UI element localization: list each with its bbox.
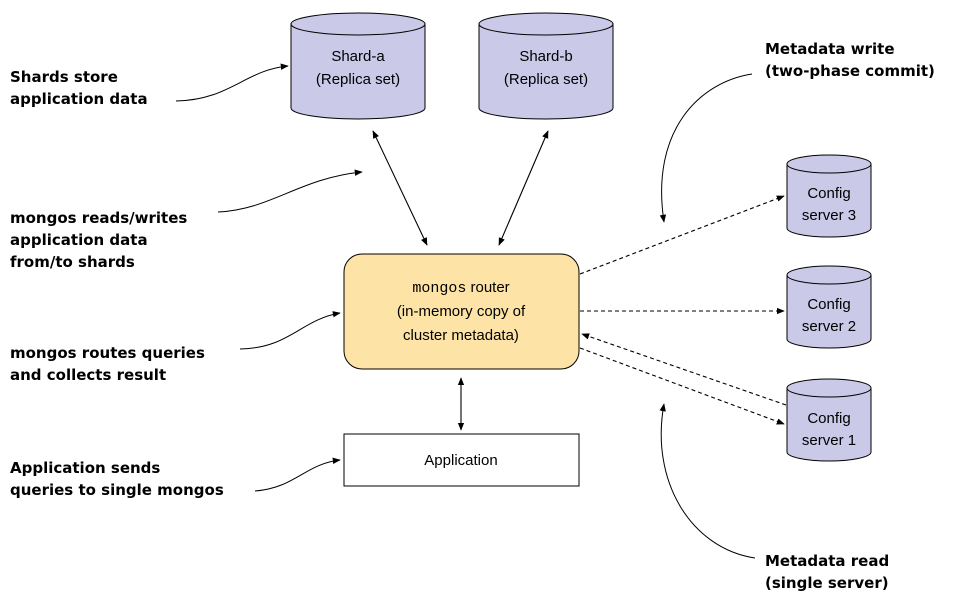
router-title-rest: router [466,279,509,296]
router-line2: (in-memory copy of [397,303,526,320]
note-metadata-read-line2: (single server) [765,574,889,592]
metadata-read-callout [659,403,756,559]
app-sends-callout [254,457,341,492]
note-mongos-reads-line3: from/to shards [10,253,135,271]
note-metadata-write-line1: Metadata write [765,40,895,58]
mongos-router-box: mongos router (in-memory copy of cluster… [343,253,580,370]
note-mongos-routes-line1: mongos routes queries [10,344,205,362]
config-1-line1: Config [807,410,850,427]
config-2-line1: Config [807,296,850,313]
note-shards-store-line2: application data [10,90,148,108]
config-server-1-cylinder: Config server 1 [786,378,872,462]
router-mono-word: mongos [412,280,466,297]
config-3-line1: Config [807,185,850,202]
config-server-2-cylinder: Config server 2 [786,265,872,349]
note-metadata-read-line1: Metadata read [765,552,889,570]
note-shards-store-line1: Shards store [10,68,118,86]
config-2-line2: server 2 [802,318,856,335]
router-config-1-connector [579,347,785,425]
shard-a-title: Shard-a [331,48,385,65]
shard-a-cylinder: Shard-a (Replica set) [290,12,426,120]
config-3-line2: server 3 [802,207,856,224]
note-mongos-reads-line1: mongos reads/writes [10,209,187,227]
note-mongos-reads-line2: application data [10,231,148,249]
note-metadata-write-line2: (two-phase commit) [765,62,935,80]
shard-b-subtitle: (Replica set) [504,71,588,88]
config-1-router-read-connector [581,333,787,406]
shard-b-cylinder: Shard-b (Replica set) [478,12,614,120]
note-app-sends-line1: Application sends [10,459,160,477]
metadata-write-callout [659,73,753,223]
shard-b-title: Shard-b [519,48,572,65]
router-config-3-connector [579,195,785,275]
mongos-routes-callout [239,311,341,350]
application-box: Application [343,433,580,487]
note-app-sends-line2: queries to single mongos [10,481,224,499]
config-server-3-cylinder: Config server 3 [786,154,872,238]
shard-a-subtitle: (Replica set) [316,71,400,88]
note-mongos-routes-line2: and collects result [10,366,166,384]
shards-store-callout [175,63,289,102]
mongos-reads-callout [217,169,363,213]
application-label: Application [424,452,497,469]
router-title: mongos router [412,279,509,297]
shard-a-router-connector [372,130,428,246]
config-1-line2: server 1 [802,432,856,449]
router-line3: cluster metadata) [403,327,519,344]
shard-b-router-connector [498,130,549,246]
